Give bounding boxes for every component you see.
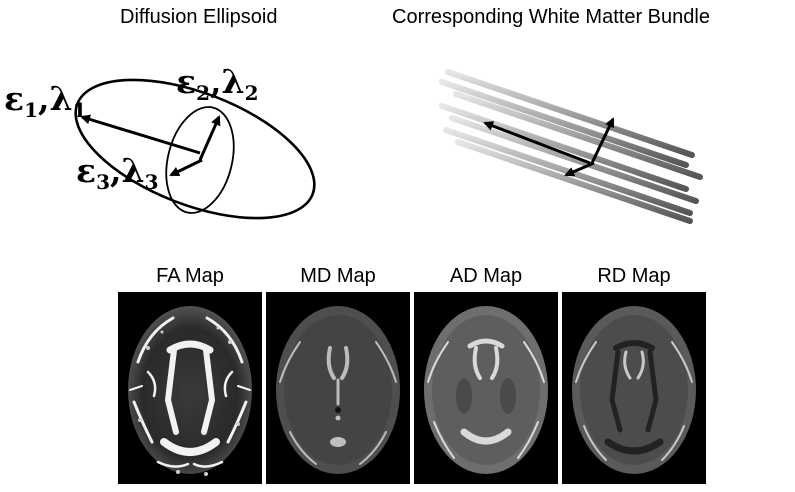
bundle-axis-2-arrow xyxy=(590,117,615,164)
fa-map-label: FA Map xyxy=(156,265,224,287)
fiber-tube xyxy=(439,79,689,168)
ad-map-image xyxy=(414,292,558,484)
ellipsoid-outline xyxy=(74,78,316,220)
fiber-tube xyxy=(439,103,689,192)
md-map-label: MD Map xyxy=(300,265,376,287)
fiber-tube xyxy=(445,69,695,158)
rd-map-image xyxy=(562,292,706,484)
eigenvector-3-arrow xyxy=(169,158,203,177)
md-map-image xyxy=(266,292,410,484)
fiber-tube xyxy=(449,115,699,204)
ellipsoid-figure: ε1,λ1 ε2,λ2 ε3,λ3 xyxy=(4,62,316,220)
fiber-tube xyxy=(455,139,693,224)
ad-map-label: AD Map xyxy=(449,265,523,287)
bundle-figure xyxy=(439,69,703,224)
diffusion-diagram: ε1,λ1 ε2,λ2 ε3,λ3 xyxy=(4,62,703,224)
ellipsoid-title: Diffusion Ellipsoid xyxy=(120,6,278,28)
fiber-tube xyxy=(453,91,703,180)
eigen-label-2: ε2,λ2 xyxy=(176,62,259,105)
bundle-axis-1-arrow xyxy=(483,121,591,165)
rd-map-label: RD Map xyxy=(597,265,671,287)
eigen-label-1: ε1,λ1 xyxy=(4,79,87,122)
ellipsoid-cross-section xyxy=(165,106,235,214)
bundle-title: Corresponding White Matter Bundle xyxy=(392,6,710,28)
fa-map-image xyxy=(118,292,262,484)
eigenvector-1-arrow xyxy=(80,114,201,155)
fiber-tubes xyxy=(439,69,703,224)
bundle-axis-3-arrow xyxy=(564,161,595,177)
eigenvector-2-arrow xyxy=(198,115,221,161)
eigen-label-3: ε3,λ3 xyxy=(76,151,159,194)
